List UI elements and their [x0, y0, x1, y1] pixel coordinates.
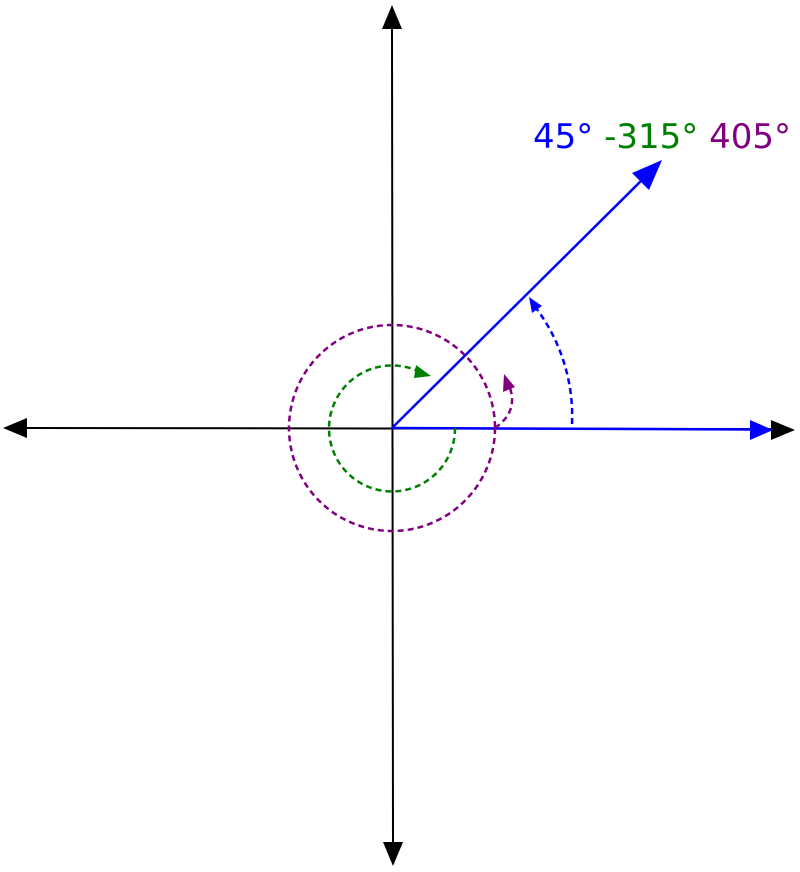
coterminal-angle-arc [287, 323, 515, 533]
label-coterminal: 405° [709, 117, 791, 157]
label-positive: 45° [533, 117, 593, 157]
terminal-side-ray [391, 160, 662, 429]
angle-labels: 45° -315° 405° [533, 117, 791, 157]
positive-angle-arc [529, 297, 574, 425]
arrowhead-down-icon [383, 842, 403, 866]
arrowhead-right-icon [771, 420, 795, 440]
arrowhead-up-icon [382, 5, 402, 29]
label-negative: -315° [604, 117, 698, 157]
negative-angle-arc [327, 364, 457, 493]
arrowhead-left-icon [3, 418, 27, 438]
initial-side-ray [391, 420, 773, 440]
y-axis [382, 5, 403, 866]
